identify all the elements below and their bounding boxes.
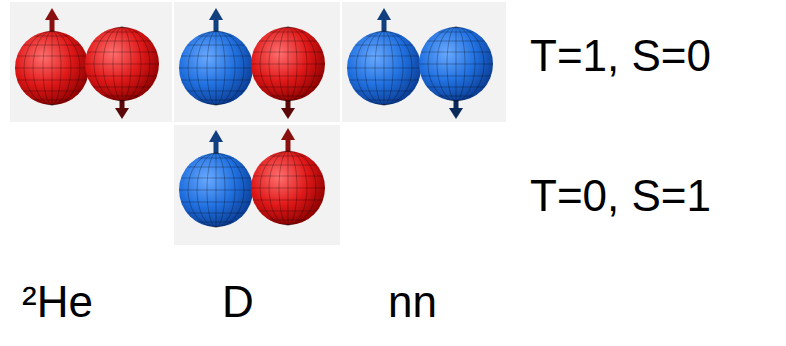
nucleus-label: D [222,280,254,324]
neutron-spin-up [347,8,421,105]
panel-ground [174,2,340,122]
panel-ground [174,125,340,245]
neutron-spin-up [179,8,253,105]
nucleus-label: nn [388,280,437,324]
neutron-spin-down [419,27,493,119]
proton-spin-up [15,8,89,105]
neutron-spin-up [179,130,253,227]
proton-spin-up [251,128,325,225]
proton-spin-down [251,27,325,119]
proton-spin-down [85,27,159,119]
state-quantum-numbers: T=0, S=1 [530,174,711,218]
state-quantum-numbers: T=1, S=0 [530,34,711,78]
panel-ground [10,2,172,122]
panel-ground [342,2,506,122]
nucleus-label: ²He [22,280,93,324]
